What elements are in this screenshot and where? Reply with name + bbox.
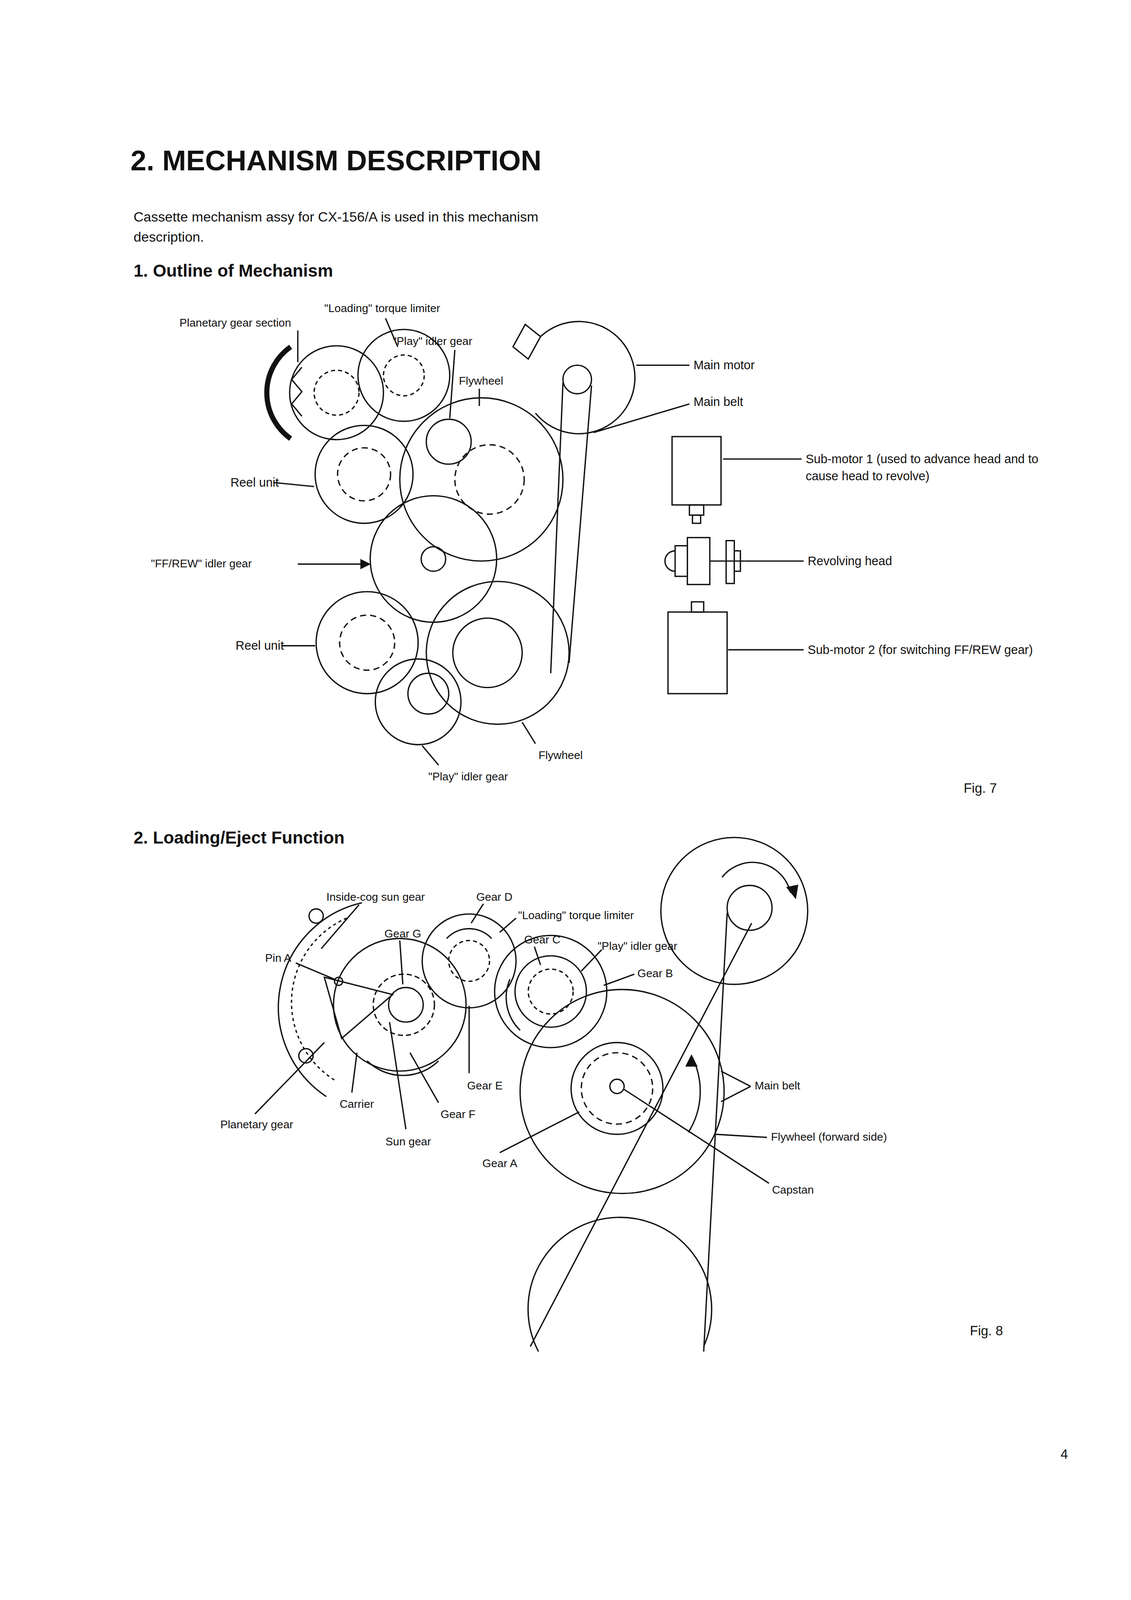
part-label: Gear F (440, 1107, 476, 1122)
part-label: "Loading" torque limiter (518, 908, 634, 923)
part-label: Gear E (466, 1078, 503, 1094)
part-label: Main belt (693, 394, 744, 411)
part-label: Gear A (482, 1156, 518, 1171)
part-label: Flywheel (538, 748, 583, 763)
part-label: Planetary gear section (179, 316, 292, 331)
part-label: "FF/REW" idler gear (151, 556, 252, 572)
part-label: "Play" idler gear (597, 939, 678, 954)
part-label: Fig. 8 (969, 1322, 1003, 1340)
part-label: Planetary gear (220, 1117, 294, 1132)
part-label: Inside-cog sun gear (326, 890, 426, 905)
part-label: "Loading" torque limiter (324, 301, 441, 316)
part-label: Gear G (384, 926, 422, 942)
part-label: Sun gear (385, 1135, 432, 1150)
fig7-drawing (266, 318, 804, 766)
part-label: Flywheel (forward side) (770, 1130, 887, 1145)
part-label: Sub-motor 1 (used to advance head and to… (805, 450, 1073, 487)
part-label: Revolving head (807, 553, 893, 570)
part-label: Reel unit (235, 638, 284, 654)
fig8-drawing (254, 837, 808, 1352)
section-heading: 2. Loading/Eject Function (133, 827, 345, 849)
part-label: Sub-motor 2 (for switching FF/REW gear) (807, 642, 1033, 658)
part-label: Main motor (693, 358, 755, 374)
part-label: Carrier (339, 1097, 374, 1112)
part-label: Main belt (754, 1078, 801, 1094)
part-label: "Play" idler gear (392, 334, 473, 349)
part-label: Reel unit (230, 475, 279, 491)
part-label: Fig. 7 (963, 780, 997, 797)
part-label: Capstan (772, 1183, 814, 1198)
part-label: Gear D (476, 890, 513, 905)
part-label: Gear B (637, 966, 673, 981)
part-label: Pin A (265, 951, 292, 966)
section-heading: 1. Outline of Mechanism (133, 259, 333, 282)
intro-text: Cassette mechanism assy for CX-156/A is … (133, 206, 583, 247)
part-label: Gear C (524, 932, 561, 948)
part-label: "Play" idler gear (428, 769, 509, 785)
part-label: 4 (1060, 1445, 1068, 1463)
page-title: 2. MECHANISM DESCRIPTION (130, 142, 542, 179)
part-label: Flywheel (458, 374, 504, 389)
